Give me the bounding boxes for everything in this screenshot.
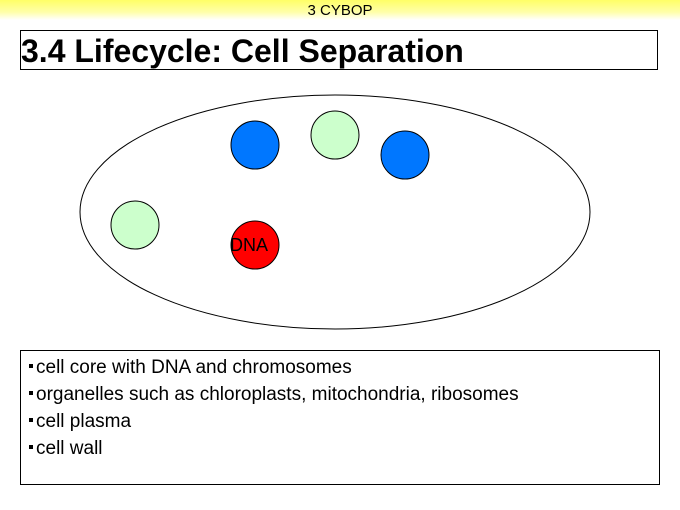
bullet-text: cell plasma — [36, 411, 132, 432]
bullet-marker — [29, 364, 33, 368]
title-box: 3.4 Lifecycle: Cell Separation — [20, 30, 658, 70]
bullet-list: cell core with DNA and chromosomes organ… — [29, 354, 519, 462]
dna-core — [230, 220, 280, 270]
bullet-item-core: cell core with DNA and chromosomes — [29, 354, 519, 381]
green-organelle-1 — [310, 110, 360, 160]
green-organelle-2 — [110, 200, 160, 250]
bullet-text: cell wall — [36, 438, 103, 459]
bullet-marker — [29, 418, 33, 422]
bullet-text: organelles such as chloroplasts, mitocho… — [36, 384, 519, 405]
blue-organelle-2 — [380, 130, 430, 180]
bullet-item-plasma: cell plasma — [29, 408, 519, 435]
bullet-item-wall: cell wall — [29, 435, 519, 462]
bullet-text: cell core with DNA and chromosomes — [36, 357, 352, 378]
bullet-item-organelles: organelles such as chloroplasts, mitocho… — [29, 381, 519, 408]
blue-organelle-1 — [230, 120, 280, 170]
bullet-marker — [29, 445, 33, 449]
bullet-marker — [29, 391, 33, 395]
page-title: 3.4 Lifecycle: Cell Separation — [21, 33, 464, 69]
header-title: 3 CYBOP — [307, 2, 373, 19]
bullet-box: cell core with DNA and chromosomes organ… — [20, 350, 660, 485]
dna-label: DNA — [230, 235, 268, 255]
cell-wall-ellipse — [79, 94, 591, 330]
header-band: 3 CYBOP — [0, 0, 680, 20]
